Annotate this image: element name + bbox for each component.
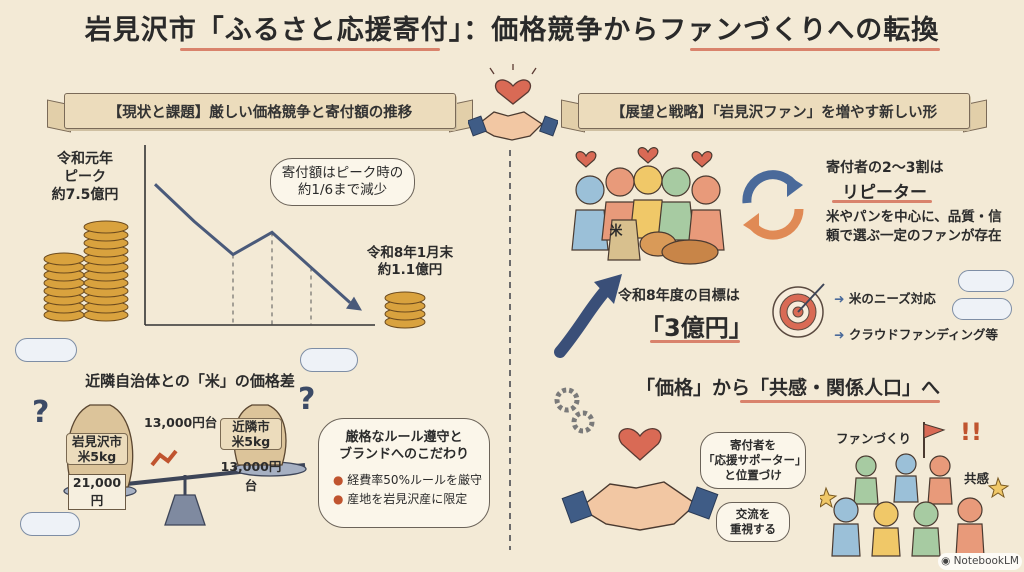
question-mark-icon: ? [32, 395, 50, 430]
rules-list-item-text: 経費率50%ルールを厳守 [347, 473, 482, 487]
end-label: 令和8年1月末 約1.1億円 [355, 245, 465, 279]
cheering-crowd-icon [820, 453, 1010, 557]
handshake-heart-icon [468, 64, 558, 141]
handshake-icon [561, 428, 719, 531]
series-line [153, 183, 352, 304]
rules-list-item: ● 産地を岩見沢産に限定 [333, 492, 468, 506]
supporter-bubble-line: と位置づけ [724, 468, 782, 482]
rice-bag-iwamizawa-label: 岩見沢市 米5kg [66, 433, 128, 465]
cloud-icon [15, 338, 77, 362]
growth-arrow-icon [554, 274, 622, 358]
page-title: 岩見沢市「ふるさと応援寄付」：価格競争からファンづくりへの転換 [84, 15, 940, 46]
flag-icon [923, 422, 946, 458]
repeat-cycle-icon [742, 170, 804, 240]
empathy-label: 共感 [964, 471, 990, 486]
repeater-highlight: リピーター [842, 183, 927, 203]
rice-price-title: 近隣自治体との「米」の価格差 [85, 372, 295, 390]
rules-list-item-text: 産地を岩見沢産に限定 [347, 492, 468, 506]
rules-title: 厳格なルール遵守と ブランドへのこだわり [319, 429, 489, 463]
cloud-icon [300, 348, 358, 372]
cloud-icon [952, 298, 1012, 320]
bag-label-weight: 米5kg [231, 434, 271, 449]
supporter-bubble-line: 寄付者を [730, 438, 776, 452]
decline-bubble: 寄付額はピーク時の 約1/6まで減少 [270, 158, 415, 206]
goal-item: ➜ クラウドファンディング等 [834, 327, 998, 342]
goal-underline [650, 340, 740, 343]
peak-label-word: ピーク [64, 169, 106, 185]
peak-label-value: 約7.5億円 [51, 187, 119, 203]
shift-title: 「価格」から「共感・関係人口」へ [635, 377, 940, 399]
bag-label-city: 近隣市 [232, 419, 270, 434]
exchange-bubble: 交流を 重視する [716, 502, 790, 542]
supporter-bubble-line: 「応援サポーター」 [703, 453, 807, 467]
gear-icon [554, 387, 595, 434]
donation-trend-chart [144, 145, 375, 326]
notebooklm-badge: ◉ NotebookLM [938, 553, 1022, 570]
goal-value: 「3億円」 [640, 314, 753, 342]
rice-bag-char: 米 [609, 224, 623, 239]
peak-label-year: 令和元年 [57, 151, 113, 167]
peak-label: 令和元年 ピーク 約7.5億円 [40, 150, 130, 204]
rules-title-line: 厳格なルール遵守と [345, 430, 463, 445]
end-label-value: 約1.1億円 [377, 262, 443, 278]
shift-underline [740, 400, 940, 403]
exclamation-icon: !! [960, 418, 982, 446]
rice-bag-neighbor-label: 近隣市 米5kg [220, 418, 282, 450]
right-section-ribbon: 【展望と戦略】「岩見沢ファン」を増やす新しい形 [578, 93, 970, 129]
repeater-description-line: 米やパンを中心に、品質・信 [826, 209, 1002, 225]
end-label-date: 令和8年1月末 [366, 245, 454, 261]
fan-group-icon [571, 147, 725, 265]
goal-item-text: クラウドファンディング等 [848, 327, 998, 342]
price-middle-label: 13,000円台 [144, 415, 218, 430]
left-section-ribbon: 【現状と課題】厳しい価格競争と寄付額の推移 [64, 93, 456, 129]
section-divider [509, 150, 511, 550]
notebooklm-logo-icon: ◉ [941, 555, 954, 567]
repeater-line1: 寄付者の2～3割は [826, 160, 944, 176]
target-icon [772, 283, 825, 338]
bag-label-city: 岩見沢市 [71, 434, 122, 449]
cloud-icon [20, 512, 80, 536]
trend-arrowhead [346, 296, 362, 311]
title-underline [690, 48, 940, 51]
repeater-description-line: 頼で選ぶ一定のファンが存在 [826, 228, 1002, 244]
rules-list: ● 経費率50%ルールを厳守 ● 産地を岩見沢産に限定 [333, 471, 489, 509]
rice-bag-iwamizawa-price: 21,000円 [68, 474, 126, 510]
cloud-icon [958, 270, 1014, 292]
rice-bag-neighbor-price: 13,000円台 [220, 459, 282, 493]
repeater-description: 米やパンを中心に、品質・信 頼で選ぶ一定のファンが存在 [826, 208, 1002, 246]
exchange-bubble-line: 交流を [735, 507, 771, 521]
decline-bubble-line: 寄付額はピーク時の [281, 165, 404, 181]
decline-bubble-line: 約1/6まで減少 [297, 182, 388, 198]
coin-stack-large-icon [43, 220, 129, 322]
rules-list-item: ● 経費率50%ルールを厳守 [333, 473, 482, 487]
notebooklm-label: NotebookLM [953, 555, 1019, 567]
coin-stack-small-icon [384, 291, 426, 329]
exchange-bubble-line: 重視する [730, 522, 776, 536]
question-mark-icon: ? [298, 382, 316, 417]
bag-label-weight: 米5kg [77, 449, 117, 464]
supporter-bubble: 寄付者を 「応援サポーター」 と位置づけ [700, 432, 807, 489]
goal-item: ➜ 米のニーズ対応 [834, 291, 936, 306]
rules-title-line: ブランドへのこだわり [338, 447, 469, 462]
goal-label: 令和8年度の目標は [618, 288, 740, 304]
fan-making-label: ファンづくり [836, 431, 912, 446]
title-underline [180, 48, 440, 51]
rules-bubble: 厳格なルール遵守と ブランドへのこだわり ● 経費率50%ルールを厳守 ● 産地… [318, 418, 490, 528]
repeater-underline [832, 200, 932, 203]
goal-item-text: 米のニーズ対応 [848, 291, 936, 306]
